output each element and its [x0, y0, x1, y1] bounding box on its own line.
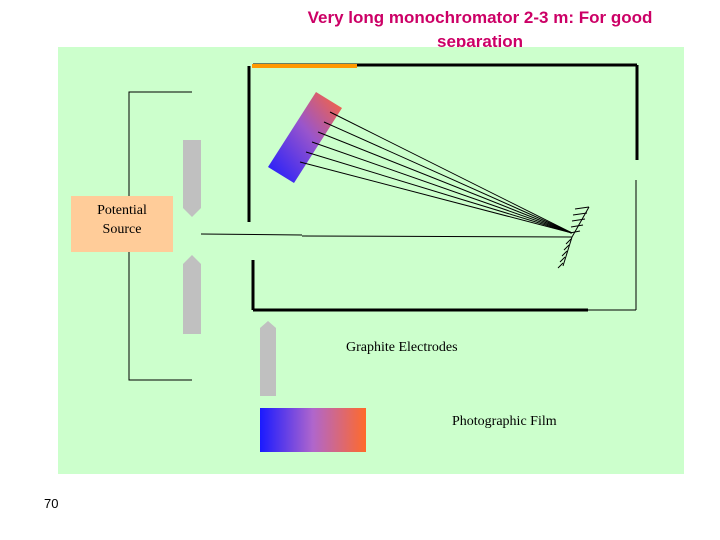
diagram-background	[58, 47, 684, 474]
photographic-film-swatch	[260, 408, 366, 452]
potential-source-box	[71, 196, 173, 252]
monochromator-housing	[247, 63, 639, 312]
incident-beam-left	[200, 233, 303, 236]
photographic-film-label: Photographic Film	[452, 414, 557, 429]
spare-graphite-electrode	[260, 321, 276, 396]
upper-electrode	[183, 140, 201, 217]
graphite-electrodes-label: Graphite Electrodes	[346, 340, 458, 355]
lower-electrode	[183, 255, 201, 334]
incident-beam-right	[301, 235, 573, 238]
dispersing-grating	[268, 92, 342, 183]
diffracted-rays	[299, 111, 573, 234]
potential-source-label: Potential Source	[97, 203, 147, 237]
slide-title: Very long monochromator 2-3 m: For good …	[307, 8, 653, 51]
focusing-mirror	[557, 206, 590, 269]
page-number: 70	[44, 496, 59, 511]
